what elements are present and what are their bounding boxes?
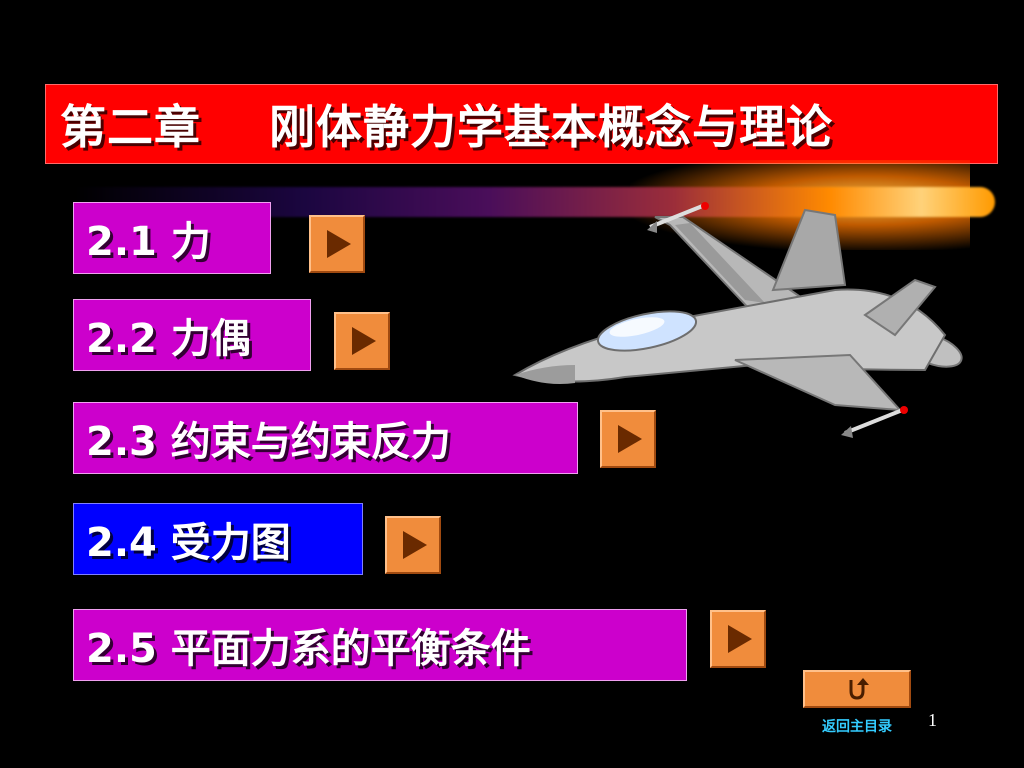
play-arrow-icon[interactable]	[309, 215, 365, 273]
return-main-menu-button[interactable]	[803, 670, 911, 708]
menu-item-label: 2.3 约束与约束反力	[86, 419, 451, 465]
menu-item-2-2[interactable]: 2.2 力偶	[73, 299, 311, 371]
menu-item-2-1[interactable]: 2.1 力	[73, 202, 271, 274]
page-number: 1	[928, 710, 937, 730]
fighter-jet-image	[512, 202, 963, 438]
play-arrow-icon[interactable]	[385, 516, 441, 574]
return-main-menu-label[interactable]: 返回主目录	[822, 719, 892, 735]
menu-item-label: 2.1 力	[86, 219, 211, 265]
return-u-turn-icon	[849, 678, 869, 700]
menu-item-label: 2.2 力偶	[86, 316, 251, 362]
menu-item-2-3[interactable]: 2.3 约束与约束反力	[73, 402, 578, 474]
chapter-title: 第二章 刚体静力学基本概念与理论	[60, 100, 834, 154]
menu-item-2-4[interactable]: 2.4 受力图	[73, 503, 363, 575]
menu-item-label: 2.5 平面力系的平衡条件	[86, 626, 531, 672]
menu-item-2-5[interactable]: 2.5 平面力系的平衡条件	[73, 609, 687, 681]
play-arrow-icon[interactable]	[710, 610, 766, 668]
play-arrow-icon[interactable]	[334, 312, 390, 370]
menu-item-label: 2.4 受力图	[86, 520, 291, 566]
chapter-title-bar: 第二章 刚体静力学基本概念与理论	[45, 84, 998, 164]
play-arrow-icon[interactable]	[600, 410, 656, 468]
